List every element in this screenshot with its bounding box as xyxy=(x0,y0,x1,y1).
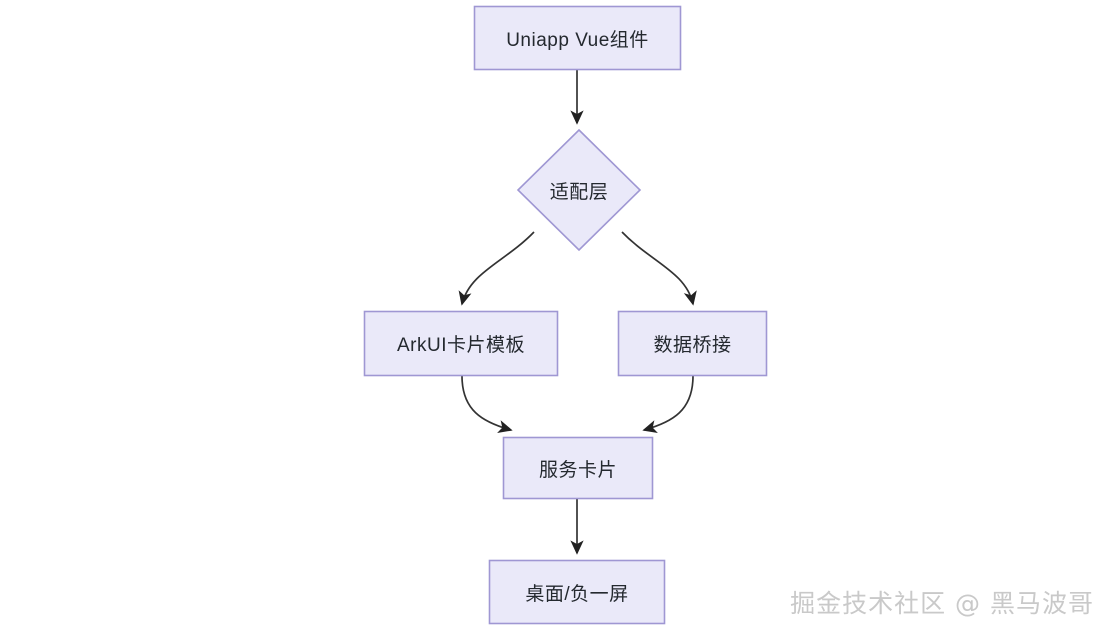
node-adapter-layer[interactable] xyxy=(516,128,642,252)
edge-bridge-to-servicecard xyxy=(642,375,694,434)
edge-adapter-to-bridge xyxy=(621,231,697,306)
edge-arkui-to-servicecard xyxy=(461,375,513,434)
edge-adapter-to-arkui xyxy=(458,231,535,306)
node-data-bridge[interactable] xyxy=(617,310,768,377)
watermark-text: 掘金技术社区 @ 黑马波哥 xyxy=(790,589,1094,618)
node-service-card[interactable] xyxy=(502,436,654,500)
node-desktop-negative-one-screen[interactable] xyxy=(488,559,666,625)
node-arkui-card-template[interactable] xyxy=(363,310,559,377)
node-uniapp-vue-component[interactable] xyxy=(473,5,682,71)
